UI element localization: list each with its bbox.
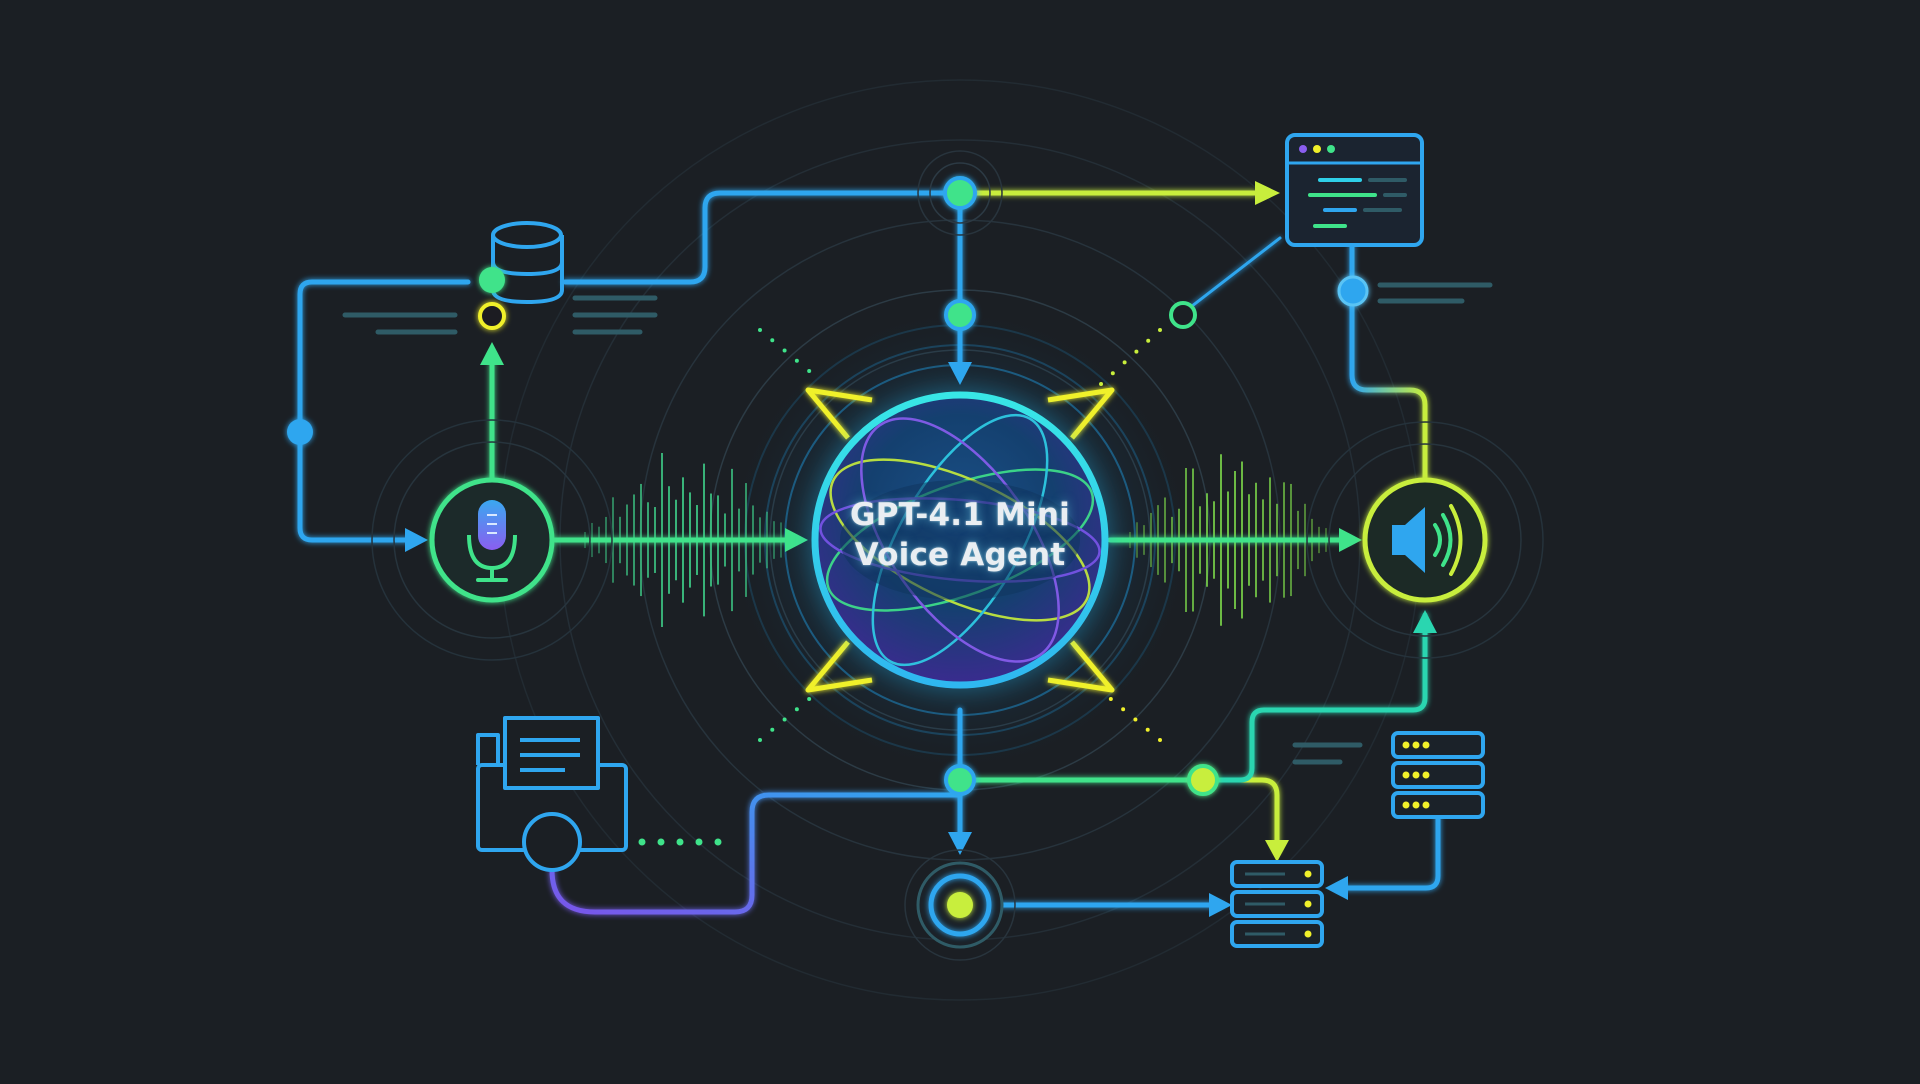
console-to-speaker-line (1349, 242, 1428, 483)
arrow-to-speaker (1339, 528, 1362, 552)
microphone-node (371, 419, 613, 661)
left-loop-node (287, 419, 313, 445)
microphone-icon (467, 500, 517, 582)
console-diagonal-line (1181, 236, 1282, 315)
rack-to-servers-line (1335, 812, 1441, 891)
arrow-to-mic (405, 528, 428, 552)
arrow-into-core (785, 528, 808, 552)
arrow-to-db (480, 342, 504, 365)
core-title-line1: GPT-4.1 Mini (850, 497, 1070, 533)
yellow-junction-node (1187, 764, 1219, 796)
arrowheads (405, 181, 1437, 917)
scanner-to-junction-line (549, 792, 963, 915)
arrow-to-speaker-bottom (1413, 610, 1437, 633)
top-junction-node (943, 176, 977, 210)
arrow-to-core (948, 362, 972, 385)
arrow-to-servers-top (1265, 840, 1289, 862)
core-sphere (805, 387, 1115, 693)
server-rack-icon (1391, 731, 1485, 819)
upper-core-node (944, 299, 976, 331)
server-rack-icon (1230, 860, 1324, 948)
yellow-node-to-servers-line (1200, 777, 1280, 853)
db-to-top-node-line (562, 190, 963, 285)
core-star-spikes (805, 387, 1115, 693)
db-green-node (479, 267, 505, 293)
console-side-lines (1377, 282, 1493, 304)
arrow-to-target (948, 832, 972, 855)
code-window-icon (1285, 133, 1424, 247)
dotted-diagonals (758, 328, 1162, 742)
database-icon (491, 221, 564, 305)
arrow-to-servers-right (1325, 876, 1348, 900)
core-title: GPT-4.1 Mini Voice Agent (760, 495, 1160, 575)
yellow-node-to-speaker-line (1200, 612, 1428, 783)
bottom-junction-node (944, 764, 976, 796)
core-title-line2: Voice Agent (854, 537, 1066, 573)
db-yellow-ring-node (478, 302, 506, 330)
speaker-icon (1392, 504, 1463, 576)
arrow-to-servers-left (1209, 893, 1232, 917)
junction-nodes (287, 150, 1369, 796)
speaker-node (1306, 421, 1544, 659)
arrow-to-console (1255, 181, 1280, 205)
db-side-lines (342, 295, 658, 335)
target-icon (904, 849, 1016, 961)
diagonal-ring-node (1169, 301, 1197, 329)
rack-side-lines (1292, 742, 1363, 765)
console-node (1337, 275, 1369, 307)
document-scanner-icon (476, 716, 628, 872)
left-loop-line (297, 279, 471, 543)
